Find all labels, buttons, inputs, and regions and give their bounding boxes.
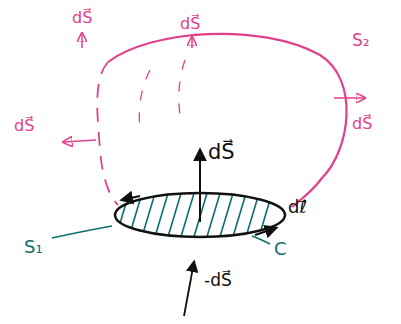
normal-arrow [334, 97, 364, 99]
dome-shading [139, 70, 150, 130]
direction-arrow [255, 228, 276, 235]
normal-arrow [191, 38, 193, 48]
vector-label: dS⃗ [180, 14, 200, 33]
vector-label: S₂ [352, 30, 370, 50]
vector-label: -dS⃗ [204, 270, 232, 290]
normal-arrow [64, 140, 96, 142]
dome-shading [179, 60, 185, 115]
normal-arrow [81, 34, 83, 48]
normal-arrow [184, 262, 194, 316]
vector-label: S₁ [24, 236, 43, 258]
vector-label: dS⃗ [14, 116, 34, 135]
vector-label: dS⃗ [208, 140, 235, 165]
vector-label: dS⃗ [352, 114, 372, 133]
vector-label: dS⃗ [72, 8, 92, 27]
direction-arrow [122, 196, 140, 200]
leader-line [52, 226, 112, 238]
normal-arrow [199, 150, 201, 222]
dome-hidden-edge [97, 62, 118, 205]
vector-label: C [274, 238, 287, 260]
leader-line [252, 236, 270, 244]
vector-label: dℓ⃗ [288, 196, 307, 218]
dome-surface [108, 34, 347, 207]
